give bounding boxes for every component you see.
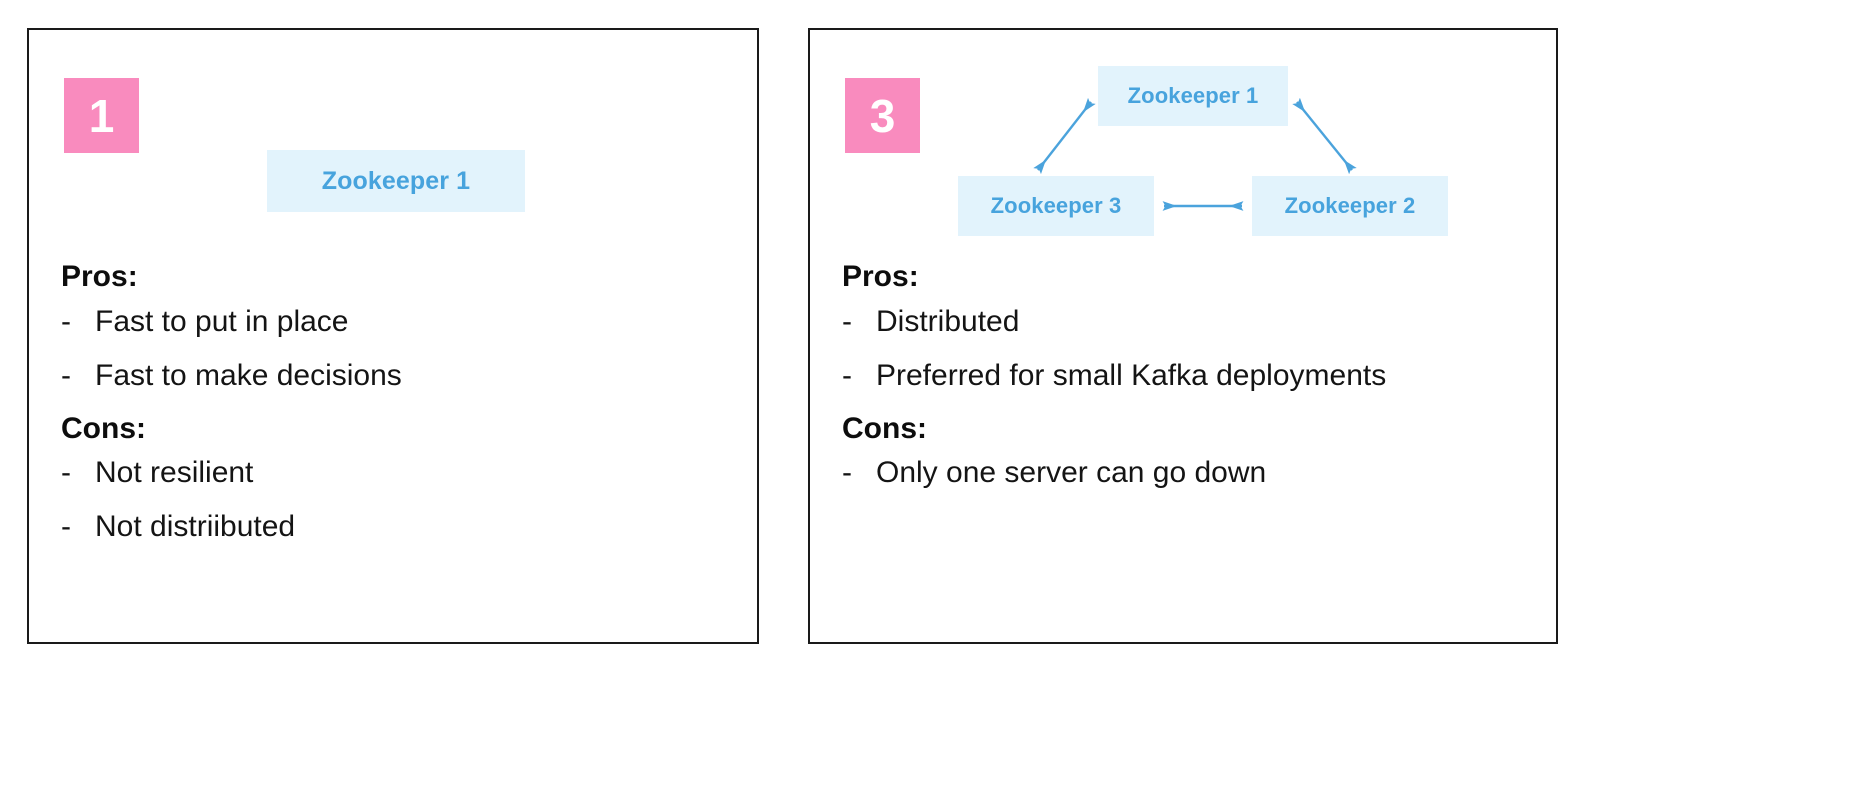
panel-number-badge: 3 — [845, 78, 920, 153]
panel-text-content: Pros: - Fast to put in place - Fast to m… — [61, 258, 743, 561]
zookeeper-node-box-bottom-left: Zookeeper 3 — [958, 176, 1154, 236]
bullet-dash: - — [842, 358, 852, 392]
arrow-zk1-zk2 — [1292, 97, 1357, 175]
list-item-label: Not distriibuted — [95, 510, 296, 543]
panel-three-zookeeper-quorum: 3 Zookeeper 1 (diagonal up-right) --> Zo… — [808, 28, 1558, 644]
list-item: - Not resilient — [61, 453, 743, 492]
bullet-dash: - — [61, 510, 71, 543]
cons-heading: Cons: — [61, 411, 146, 445]
cons-heading: Cons: — [842, 411, 927, 445]
zookeeper-node-box: Zookeeper 1 — [267, 150, 525, 212]
list-item-label: Preferred for small Kafka deployments — [876, 358, 1387, 392]
list-item-label: Fast to make decisions — [95, 358, 402, 392]
list-item: - Fast to make decisions — [61, 356, 743, 395]
pros-heading: Pros: — [842, 260, 919, 293]
bullet-dash: - — [842, 456, 852, 489]
bullet-dash: - — [842, 304, 852, 338]
list-item-label: Distributed — [876, 304, 1020, 338]
list-item: - Only one server can go down — [842, 453, 1542, 492]
pros-list: - Distributed - Preferred for small Kafk… — [842, 302, 1542, 395]
list-item-label: Only one server can go down — [876, 456, 1267, 489]
cons-list: - Only one server can go down — [842, 453, 1542, 492]
list-item-label: Fast to put in place — [95, 304, 349, 338]
cons-list: - Not resilient - Not distriibuted — [61, 453, 743, 546]
arrow-zk3-zk1 — [1033, 97, 1096, 175]
pros-list: - Fast to put in place - Fast to make de… — [61, 302, 743, 395]
panel-text-content: Pros: - Distributed - Preferred for smal… — [842, 258, 1542, 507]
list-item: - Not distriibuted — [61, 507, 743, 546]
bullet-dash: - — [61, 456, 71, 489]
bullet-dash: - — [61, 304, 71, 338]
list-item: - Fast to put in place — [61, 302, 743, 341]
zookeeper-node-box-top: Zookeeper 1 — [1098, 66, 1288, 126]
list-item: - Distributed — [842, 302, 1542, 341]
zookeeper-node-box-bottom-right: Zookeeper 2 — [1252, 176, 1448, 236]
list-item: - Preferred for small Kafka deployments — [842, 356, 1542, 395]
panel-number-badge: 1 — [64, 78, 139, 153]
panel-single-zookeeper: 1 Zookeeper 1 Pros: - Fast to put in pla… — [27, 28, 759, 644]
list-item-label: Not resilient — [95, 456, 254, 489]
zookeeper-quorum-diagram: Zookeeper 1 (diagonal up-right) --> Zook… — [810, 30, 1560, 260]
pros-heading: Pros: — [61, 260, 138, 293]
bullet-dash: - — [61, 358, 71, 392]
